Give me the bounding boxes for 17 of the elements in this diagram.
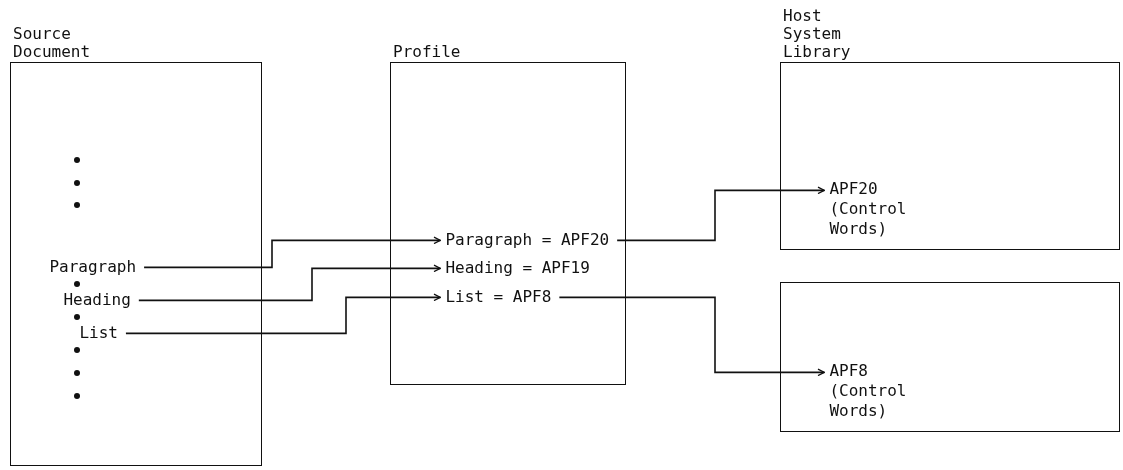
library-entry: APF8 (Control Words) xyxy=(829,361,922,422)
mapping-entry: Heading = APF19 xyxy=(445,257,590,280)
mapping-entry: Paragraph = APF20 xyxy=(445,229,610,252)
arrow xyxy=(138,264,442,302)
item-label: List xyxy=(79,322,118,345)
arrow xyxy=(143,236,442,269)
empty-box xyxy=(780,282,1120,432)
arrow xyxy=(558,296,826,377)
box-heading: Source Document xyxy=(13,25,92,61)
arrow xyxy=(616,186,826,242)
mapping-entry: List = APF8 xyxy=(445,286,552,309)
arrow xyxy=(125,293,442,335)
box-heading: Profile xyxy=(393,43,462,61)
library-entry: APF20 (Control Words) xyxy=(829,179,922,240)
item-label: Paragraph xyxy=(49,256,137,279)
box-heading: Host System Library xyxy=(783,7,852,61)
item-label: Heading xyxy=(63,289,131,312)
